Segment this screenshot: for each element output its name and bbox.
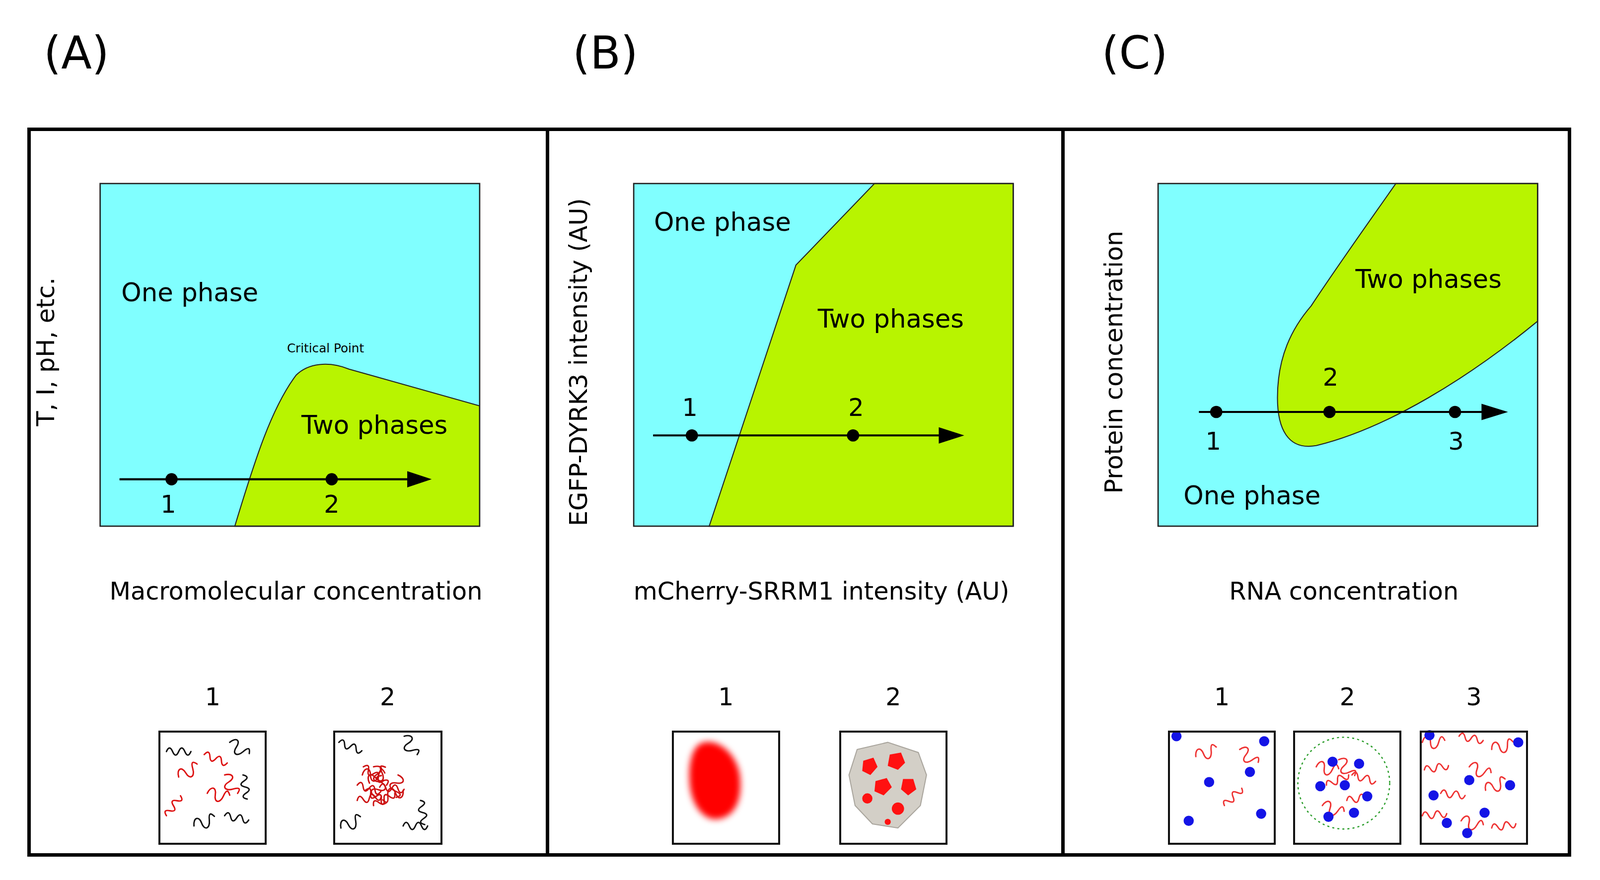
axis-label: RNA concentration <box>1229 579 1459 604</box>
state-number: 3 <box>1448 429 1464 454</box>
point-label: Critical Point <box>287 342 364 356</box>
region-label: One phase <box>1183 483 1321 509</box>
state-number: 2 <box>1322 365 1339 390</box>
region-label: Two phases <box>301 412 448 438</box>
state-number: 1 <box>205 685 221 710</box>
state-number: 3 <box>1465 685 1482 710</box>
state-number: 2 <box>379 685 396 710</box>
plot-a <box>100 183 480 527</box>
panel-label: (B) <box>572 30 639 76</box>
protein-rna-excess <box>1422 730 1524 839</box>
plot-b <box>633 183 1014 527</box>
state-number: 2 <box>885 685 901 710</box>
state-number: 2 <box>1339 685 1356 710</box>
panel-label: (A) <box>43 30 110 76</box>
protein-rna-dilute <box>1171 731 1270 827</box>
state-number: 2 <box>848 395 864 421</box>
condensed-cluster <box>337 733 429 834</box>
state-number: 1 <box>160 492 176 517</box>
illustration-box: 3 <box>1419 730 1528 846</box>
region-label: Two phases <box>1355 266 1502 292</box>
axis-label: mCherry-SRRM1 intensity (AU) <box>633 579 1010 604</box>
axis-label: Macromolecular concentration <box>109 579 483 604</box>
state-number: 2 <box>323 492 340 517</box>
axis-label: EGFP-DYRK3 intensity (AU) <box>566 198 591 527</box>
region-label: One phase <box>121 280 259 306</box>
axis-label: Protein concentration <box>1101 230 1127 495</box>
illustration-box: 2 <box>839 730 948 846</box>
figure-panel: (A)12 <box>27 127 550 858</box>
illustration-box: 1 <box>671 730 781 846</box>
state-number: 1 <box>1205 429 1222 454</box>
plot-c <box>1158 183 1538 527</box>
axis-label: T, I, pH, etc. <box>33 277 59 427</box>
state-number: 1 <box>718 685 734 710</box>
state-number: 1 <box>1214 685 1230 710</box>
illustration-box: 1 <box>1167 730 1277 846</box>
illustration-box: 2 <box>333 730 443 846</box>
panel-label: (C) <box>1101 30 1168 76</box>
region-label: One phase <box>654 209 792 235</box>
figure-panel: (B)12 <box>545 127 1065 858</box>
protein-rna-droplet <box>1298 737 1390 830</box>
illustration-box: 2 <box>1293 730 1402 846</box>
region-label: Two phases <box>817 306 964 332</box>
state-number: 1 <box>681 395 698 421</box>
diffuse-signal <box>689 742 741 820</box>
nucleus-droplets <box>849 742 927 829</box>
illustration-box: 1 <box>158 730 267 846</box>
dispersed-chains <box>163 737 252 833</box>
